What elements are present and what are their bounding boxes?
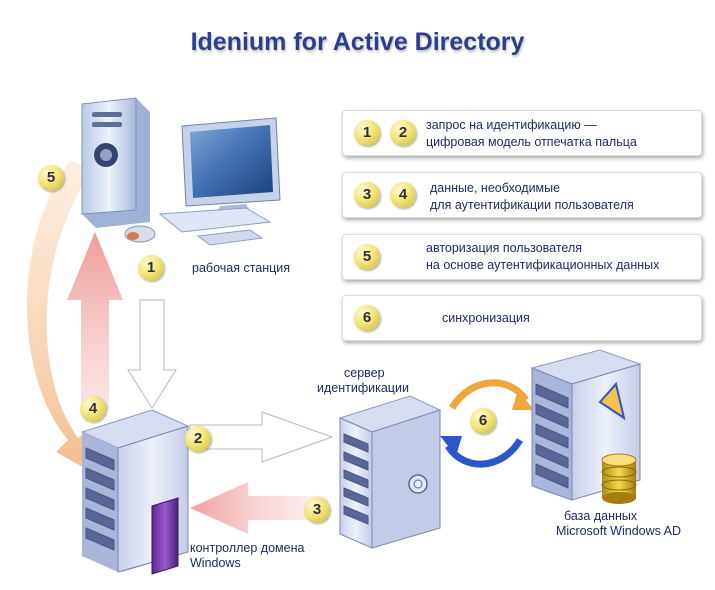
workstation-icon xyxy=(81,97,281,246)
diagram-step-5-badge: 5 xyxy=(38,165,64,191)
database-cylinder-icon xyxy=(601,453,637,504)
arrow-step-3 xyxy=(190,482,328,534)
diagram-step-6-badge: 6 xyxy=(470,408,496,434)
legend-item-3: 5 авторизация пользователя на основе аут… xyxy=(342,234,702,280)
step-badge: 2 xyxy=(390,120,416,146)
diagram-step-4-badge: 4 xyxy=(80,396,106,422)
legend-text-line2: цифровая модель отпечатка пальца xyxy=(426,135,637,149)
legend-item-1: 1 2 запрос на идентификацию — цифровая м… xyxy=(342,110,702,156)
legend-text-line1: данные, необходимые xyxy=(430,181,561,195)
diagram-step-3-badge: 3 xyxy=(304,497,330,523)
legend-text-line2: для аутентификации пользователя xyxy=(430,198,634,212)
legend-text-line1: запрос на идентификацию — xyxy=(426,118,597,132)
step-badge: 6 xyxy=(354,305,380,331)
domain-controller-label-line2: Windows xyxy=(190,556,241,570)
arrow-step-1 xyxy=(127,299,177,409)
legend-text-line1: синхронизация xyxy=(442,311,530,325)
step-badge: 1 xyxy=(354,120,380,146)
identification-server-icon xyxy=(338,395,442,549)
diagram-step-1-badge: 1 xyxy=(138,255,164,281)
step-badge: 3 xyxy=(354,182,380,208)
step-badge: 4 xyxy=(390,182,416,208)
arrow-step-4 xyxy=(67,232,123,410)
server-label-line2: идентификации xyxy=(317,381,409,395)
diagram-step-2-badge: 2 xyxy=(185,426,211,452)
domain-controller-icon xyxy=(80,409,190,575)
domain-controller-label-line1: контроллер домена xyxy=(190,541,305,555)
legend-text-line1: авторизация пользователя xyxy=(426,241,583,255)
workstation-label: рабочая станция xyxy=(192,261,291,275)
sync-icon xyxy=(440,379,534,468)
step-badge: 5 xyxy=(354,244,380,270)
legend-text-line2: на основе аутентификационных данных xyxy=(426,258,660,272)
legend-item-4: 6 синхронизация xyxy=(342,295,702,341)
database-label-line2: Microsoft Windows AD xyxy=(556,524,682,538)
arrow-step-5 xyxy=(26,160,92,470)
arrow-step-2 xyxy=(189,411,334,463)
server-label-line1: сервер xyxy=(344,366,385,380)
diagram-title: Idenium for Active Directory xyxy=(190,28,525,56)
database-label-line1: база данных xyxy=(564,509,638,523)
legend-item-2: 3 4 данные, необходимые для аутентификац… xyxy=(342,172,702,218)
